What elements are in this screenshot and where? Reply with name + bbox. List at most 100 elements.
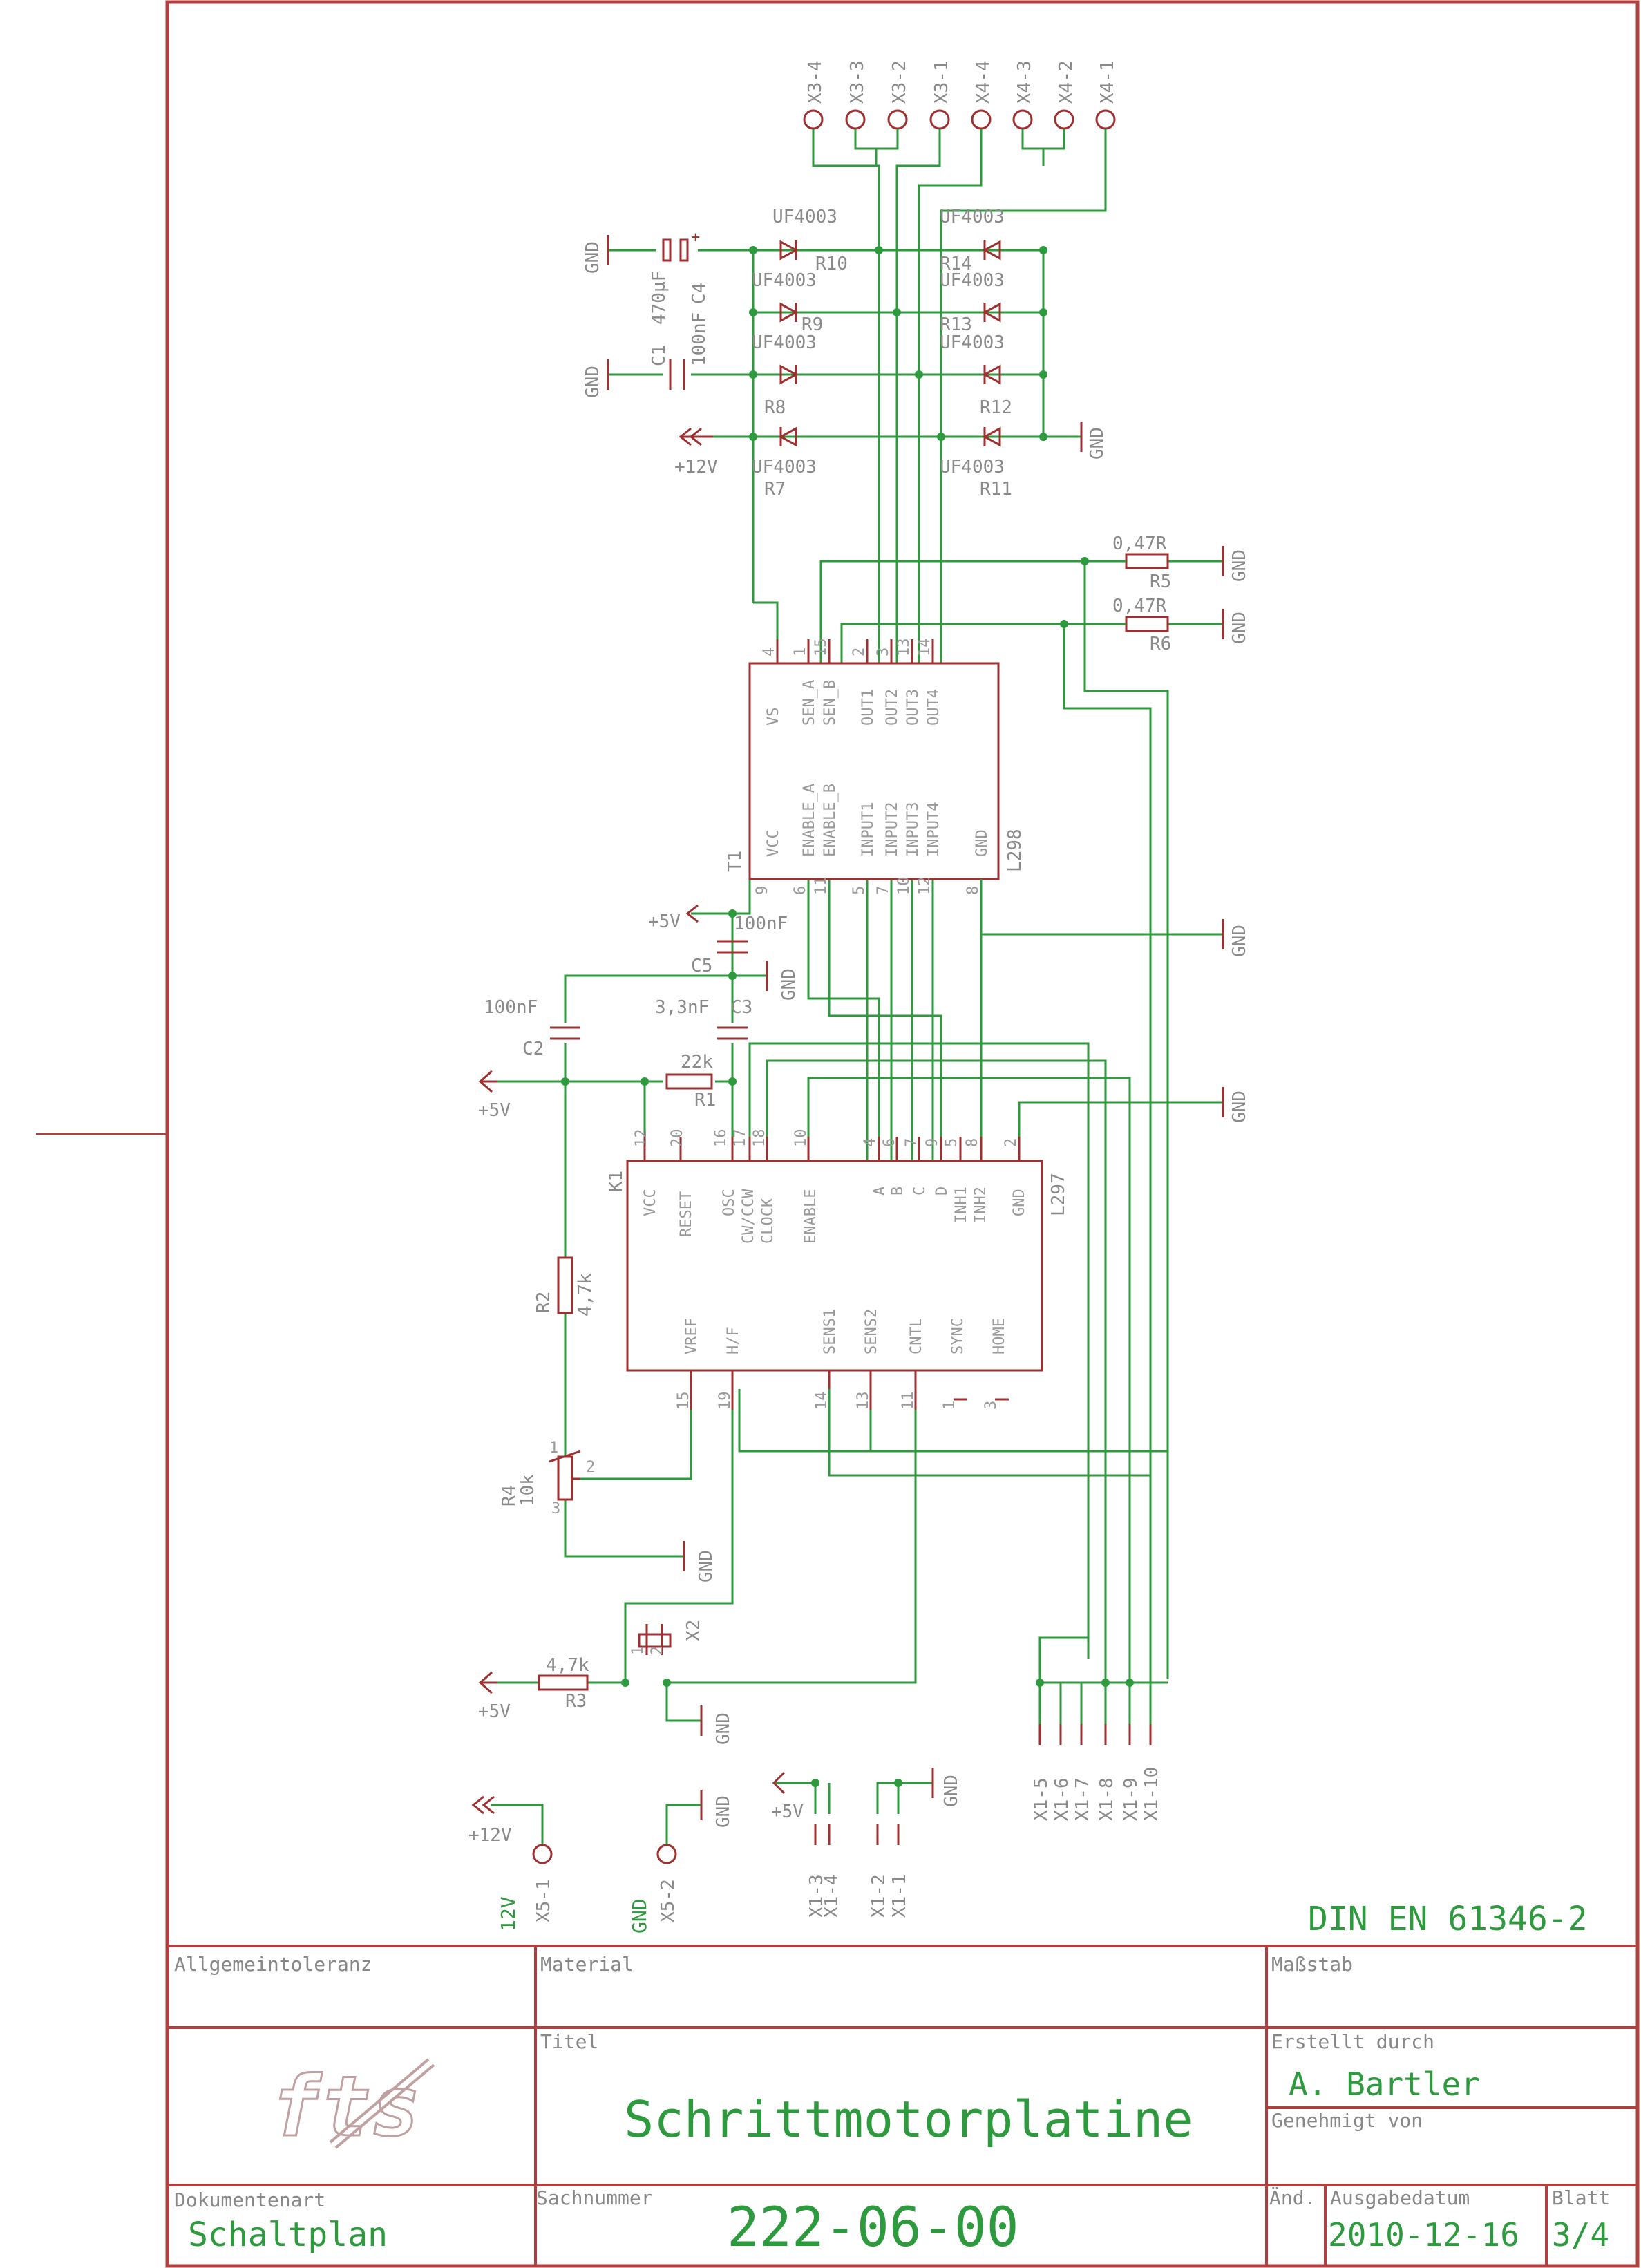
ic-l297: K1 L297 VCC RESET OSC CW/CCW CLOCK ENABL… — [606, 1129, 1069, 1410]
gnd-symbol-r4: GND — [683, 1541, 717, 1582]
diode-name-r7: R7 — [764, 479, 786, 500]
dokumentenart-label: Dokumentenart — [174, 2189, 325, 2211]
l298-num-9: 9 — [754, 886, 771, 895]
l297-pin-gnd: GND — [1011, 1189, 1028, 1216]
allgemeintoleranz-label: Allgemeintoleranz — [174, 1953, 372, 1976]
l298-num-4: 4 — [761, 648, 778, 656]
v5-label-c5: +5V — [648, 911, 681, 932]
gnd-symbol-c4: GND — [582, 235, 609, 274]
c2-name: C2 — [522, 1039, 544, 1059]
l297-num-9: 9 — [924, 1138, 941, 1147]
v12-symbol-top: +12V — [674, 427, 718, 478]
l297-pin-osc: OSC — [721, 1189, 738, 1216]
l298-pin-sen-b: SEN_B — [822, 680, 839, 726]
l298-num-14: 14 — [916, 639, 933, 657]
x3-1-pad — [929, 109, 950, 130]
c1-value: 100nF — [689, 312, 710, 366]
x3-2-pad — [887, 109, 908, 130]
l297-num-4: 4 — [862, 1138, 879, 1147]
v12-label-x5: +12V — [468, 1825, 512, 1846]
l297-pin-hf: H/F — [725, 1327, 742, 1354]
gnd-symbol-l298: GND — [1222, 919, 1250, 957]
diode-name-r9: R9 — [801, 314, 823, 335]
l297-pin-reset: RESET — [678, 1191, 695, 1237]
l298-pin-out4: OUT4 — [925, 689, 942, 726]
l298-num-15: 15 — [813, 639, 830, 657]
gnd-label-x5: GND — [713, 1795, 734, 1828]
gnd-label-diodes: GND — [1087, 427, 1108, 460]
l297-pin-d: D — [933, 1187, 951, 1196]
c4-name: C4 — [689, 283, 710, 304]
x5-1-label: X5-1 — [533, 1879, 554, 1922]
resistor-r6: 0,47R R6 — [1112, 596, 1171, 654]
diode-array: UF4003 R10 UF4003 R9 UF4003 R8 UF4003 R7… — [752, 207, 1012, 500]
ic-l298: T1 L298 VS SEN_A SEN_B OUT1 OUT2 OUT3 OU… — [725, 639, 1025, 896]
blatt-value: 3/4 — [1552, 2216, 1609, 2253]
diode-type-1: UF4003 — [772, 207, 837, 227]
c5-value: 100nF — [734, 914, 788, 934]
l297-pin-sens2: SENS2 — [863, 1309, 880, 1354]
diode-r9 — [779, 302, 799, 323]
l298-pin-out2: OUT2 — [884, 689, 901, 726]
x2-label: X2 — [683, 1620, 704, 1641]
gnd-label-c4: GND — [582, 241, 603, 274]
l297-value: L297 — [1048, 1173, 1069, 1216]
r1-name: R1 — [694, 1090, 716, 1111]
l297-pin-sens1: SENS1 — [822, 1309, 839, 1354]
r2-value: 4,7k — [575, 1273, 596, 1316]
cap-c1: C1 100nF — [649, 312, 710, 390]
c2-value: 100nF — [484, 997, 538, 1018]
r2-name: R2 — [533, 1292, 554, 1313]
r3-value: 4,7k — [546, 1655, 589, 1676]
erstellt-value: A. Bartler — [1289, 2066, 1480, 2103]
l298-num-13: 13 — [895, 639, 913, 657]
x3-4-label: X3-4 — [805, 60, 826, 104]
diode-type-8: UF4003 — [940, 457, 1005, 478]
titel-value: Schrittmotorplatine — [624, 2090, 1193, 2148]
l297-pin-cntl: CNTL — [908, 1318, 925, 1354]
l298-num-6: 6 — [792, 886, 809, 895]
l298-pin-vcc: VCC — [765, 829, 782, 857]
material-label: Material — [540, 1953, 634, 1976]
x5-2-net: GND — [628, 1898, 651, 1934]
c1-name: C1 — [649, 345, 670, 366]
x3-2-label: X3-2 — [889, 60, 910, 104]
l298-pin-gnd: GND — [974, 829, 991, 857]
gnd-label-l297: GND — [1229, 1090, 1250, 1123]
x1-8-label: X1-8 — [1097, 1777, 1117, 1821]
diode-type-6: UF4003 — [940, 270, 1005, 291]
gnd-label-l298: GND — [1229, 925, 1250, 957]
gnd-symbol-r5: GND — [1222, 546, 1250, 582]
l297-num-11: 11 — [900, 1392, 917, 1410]
l298-pin-enable-b: ENABLE_B — [822, 784, 839, 857]
l297-num-7: 7 — [903, 1138, 920, 1147]
l298-pin-vs: VS — [765, 708, 782, 726]
l298-num-2: 2 — [851, 648, 868, 656]
l297-pin-cwccw: CW/CCW — [740, 1189, 757, 1244]
c3-value: 3,3nF — [655, 997, 709, 1018]
l298-name: T1 — [725, 851, 746, 872]
sachnummer-label: Sachnummer — [536, 2186, 653, 2209]
l297-num-18: 18 — [751, 1129, 768, 1148]
diode-r12 — [982, 364, 1001, 385]
gnd-symbol-c5: GND — [732, 961, 799, 1001]
gnd-label-x1: GND — [941, 1775, 962, 1807]
diode-name-r10: R10 — [815, 254, 848, 274]
x4-4-label: X4-4 — [973, 60, 994, 104]
x3-3-pad — [845, 109, 866, 130]
fts-logo: fts — [270, 2058, 435, 2157]
diode-name-r11: R11 — [980, 479, 1012, 500]
v5-symbol-r3: +5V — [478, 1671, 511, 1722]
v5-symbol-c5: +5V — [648, 904, 699, 932]
x2-pin-1: 1 — [629, 1646, 647, 1655]
x4-1-label: X4-1 — [1097, 60, 1118, 104]
gnd-label-x2: GND — [713, 1712, 734, 1745]
v12-label-top: +12V — [674, 457, 718, 478]
r4-value: 10k — [518, 1474, 538, 1506]
title-block: Allgemeintoleranz Material Maßstab Titel… — [167, 1900, 1638, 2266]
l298-num-5: 5 — [851, 886, 868, 895]
x3-3-label: X3-3 — [847, 60, 868, 104]
drawing-frame — [36, 0, 1640, 2268]
l298-num-12: 12 — [916, 877, 933, 896]
gnd-label-r6: GND — [1229, 612, 1250, 644]
